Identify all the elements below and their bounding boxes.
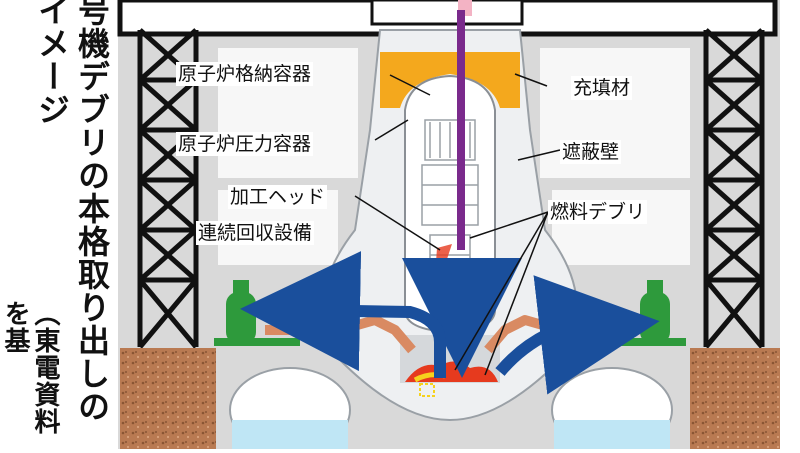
left-outflow-arrow xyxy=(240,251,446,378)
processing-head-marker xyxy=(419,383,435,397)
debris-fragment xyxy=(436,244,452,262)
right-outflow-arrow xyxy=(495,275,660,395)
label-collection-equipment: 連続回収設備 xyxy=(196,221,315,245)
left-foundation xyxy=(120,348,216,449)
label-shield-wall: 遮蔽壁 xyxy=(560,140,622,164)
label-rpv: 原子炉圧力容器 xyxy=(176,132,314,156)
label-filler: 充填材 xyxy=(571,76,633,100)
label-processing-head: 加工ヘッド xyxy=(228,185,328,209)
label-fuel-debris: 燃料デブリ xyxy=(548,200,648,224)
leader-lines xyxy=(354,73,561,376)
source-credit: （東電資料を基 xyxy=(0,300,60,435)
left-water xyxy=(232,420,348,449)
top-crane xyxy=(370,0,524,26)
reactor-pressure-vessel xyxy=(404,74,496,334)
right-truss-tower xyxy=(703,28,765,349)
access-rod xyxy=(457,10,465,250)
headline: 号機デブリの本格取り出しのイメージ xyxy=(33,0,111,423)
label-pcv: 原子炉格納容器 xyxy=(176,62,314,86)
right-water xyxy=(554,420,670,449)
left-truss-tower xyxy=(137,28,199,349)
filler-material xyxy=(380,52,520,108)
right-foundation xyxy=(690,348,780,449)
